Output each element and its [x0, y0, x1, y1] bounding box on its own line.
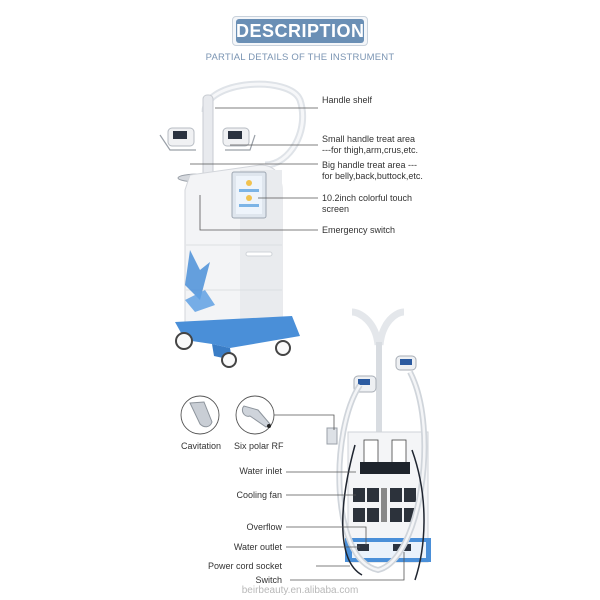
callout-power-cord-socket: Power cord socket	[207, 561, 282, 571]
callout-text: Big handle treat area ---	[322, 160, 418, 170]
callout-water-outlet: Water outlet	[233, 542, 282, 552]
callout-water-inlet: Water inlet	[239, 466, 282, 476]
page-title: DESCRIPTION	[236, 19, 365, 43]
accessory-label: Cavitation	[181, 441, 222, 451]
callout-text: Handle shelf	[322, 95, 373, 105]
callout-small-handle: Small handle treat area ---for thigh,arm…	[322, 134, 418, 156]
callout-text: for belly,back,buttock,etc.	[322, 171, 423, 181]
callout-text: screen	[322, 204, 350, 214]
page-subtitle: PARTIAL DETAILS OF THE INSTRUMENT	[205, 52, 395, 63]
accessory-six-polar-rf: Six polar RF	[234, 441, 284, 452]
callout-text: 10.2inch colorful touch	[322, 193, 413, 203]
callout-big-handle: Big handle treat area --- for belly,back…	[322, 160, 423, 182]
callout-emergency-switch: Emergency switch	[322, 225, 395, 236]
bottom-machine-illustration	[326, 308, 431, 581]
bottom-leader-lines	[274, 414, 405, 581]
top-machine-illustration	[159, 80, 307, 368]
accessory-label: Six polar RF	[234, 441, 284, 451]
callout-text: ---for thigh,arm,crus,etc.	[322, 145, 419, 155]
callout-overflow: Overflow	[246, 522, 282, 532]
callout-cooling-fan: Cooling fan	[236, 490, 282, 500]
callout-handle-shelf: Handle shelf	[322, 95, 372, 106]
watermark: beirbeauty.en.alibaba.com	[241, 585, 359, 596]
accessory-illustrations	[180, 395, 275, 435]
callout-text: Small handle treat area	[322, 134, 416, 144]
callout-touch-screen: 10.2inch colorful touch screen	[322, 193, 412, 215]
accessory-cavitation: Cavitation	[181, 441, 221, 452]
callout-text: Emergency switch	[322, 225, 396, 235]
top-leader-lines	[190, 107, 318, 231]
callout-switch: Switch	[255, 575, 282, 585]
